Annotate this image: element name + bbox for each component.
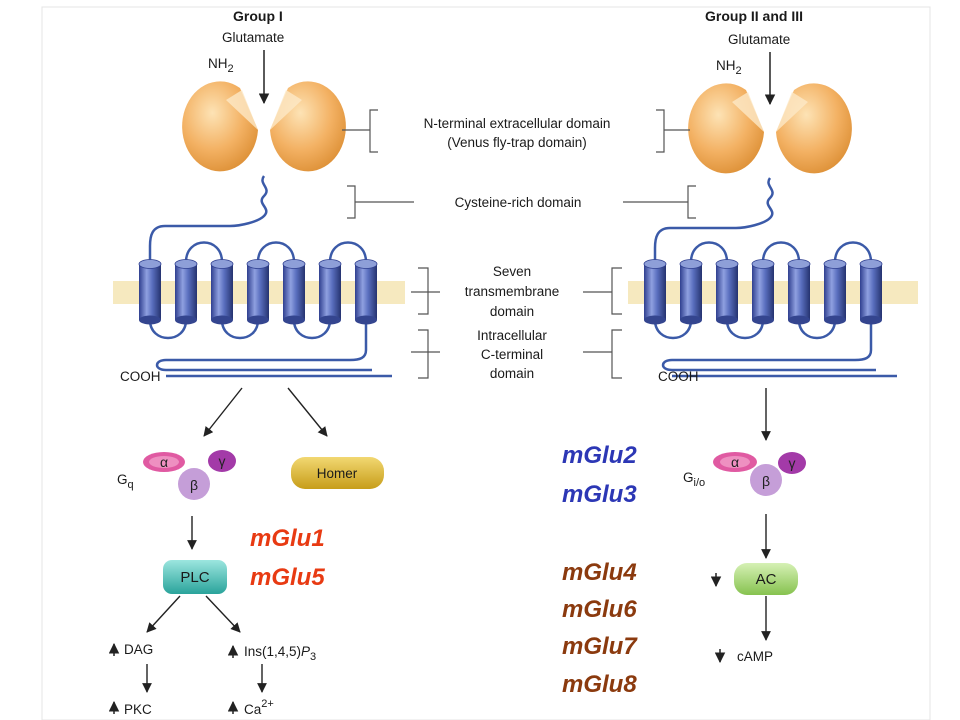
cooh-label-left: COOH	[120, 369, 161, 384]
svg-text:NH2: NH2	[208, 56, 234, 75]
c-terminal-tail-left	[155, 320, 392, 378]
ct-domain-label-line1: Intracellular	[477, 328, 547, 343]
ac-enzyme	[734, 563, 798, 595]
helix-tm2-left	[174, 259, 198, 325]
glutamate-label-right: Glutamate	[728, 32, 790, 47]
homer-protein	[291, 457, 384, 489]
ac-label: AC	[756, 571, 777, 588]
helix-tm3-right	[715, 259, 739, 325]
extracellular-loops-right	[689, 241, 873, 263]
g-gamma-label-right: γ	[789, 455, 796, 471]
ct-domain-label-line2: C-terminal	[481, 347, 543, 362]
group1-header: Group I	[233, 8, 283, 24]
receptor-mglu3: mGlu3	[562, 481, 637, 508]
glutamate-label-left: Glutamate	[222, 30, 284, 45]
venus-flytrap-domain-right	[688, 83, 852, 174]
helix-tm3-left	[210, 259, 234, 325]
helix-tm1-left	[138, 259, 162, 325]
cysteine-rich-linker-right	[653, 177, 774, 262]
tm-domain-label-line1: Seven	[493, 264, 531, 279]
helix-tm7-left	[354, 259, 378, 325]
venus-flytrap-domain-left	[182, 81, 346, 172]
ip3-readout: Ins(1,4,5)P3	[227, 644, 316, 663]
extracellular-loops-left	[184, 241, 368, 263]
receptor-mglu6: mGlu6	[562, 596, 637, 623]
c-terminal-tail-right	[661, 320, 897, 378]
helix-tm7-right	[859, 259, 883, 325]
group23-header: Group II and III	[705, 8, 803, 24]
g-alpha-label-right: α	[731, 454, 739, 470]
helix-tm6-right	[823, 259, 847, 325]
nh2-label-left: NH2	[208, 56, 234, 75]
receptor-mglu1: mGlu1	[250, 525, 325, 552]
receptor-mglu8: mGlu8	[562, 671, 637, 698]
helix-tm1-right	[643, 259, 667, 325]
helix-tm5-left	[282, 259, 306, 325]
cysteine-domain-label: Cysteine-rich domain	[455, 195, 582, 210]
helix-tm4-right	[751, 259, 775, 325]
domain-brackets	[342, 109, 696, 379]
g-alpha-label-left: α	[160, 454, 168, 470]
nh2-label-right: NH2	[716, 58, 742, 77]
pkc-label: PKC	[124, 702, 152, 717]
gq-label: Gq	[117, 472, 134, 491]
dag-readout: DAG	[108, 642, 153, 657]
tm-domain-label-line3: domain	[490, 304, 534, 319]
panel-frame	[41, 6, 931, 720]
receptor-mglu2: mGlu2	[562, 442, 637, 469]
intracellular-loops-right	[653, 319, 837, 340]
gq-protein: α β γ	[143, 450, 236, 500]
helix-tm5-right	[787, 259, 811, 325]
helix-tm2-right	[679, 259, 703, 325]
helix-tm4-left	[246, 259, 270, 325]
receptor-mglu7: mGlu7	[562, 633, 638, 660]
gio-label: Gi/o	[683, 470, 705, 489]
nterm-domain-label-line1: N-terminal extracellular domain	[424, 116, 611, 131]
g-gamma-label-left: γ	[219, 453, 226, 469]
tm-domain-label-line2: transmembrane	[465, 284, 560, 299]
helix-tm6-left	[318, 259, 342, 325]
ct-domain-label-line3: domain	[490, 366, 534, 381]
cooh-label-right: COOH	[658, 369, 699, 384]
dag-label: DAG	[124, 642, 153, 657]
transmembrane-helices-left	[138, 259, 378, 325]
g-beta-label-right: β	[762, 473, 770, 489]
plc-enzyme	[163, 560, 227, 594]
plc-label: PLC	[180, 569, 209, 586]
intracellular-loops-left	[148, 319, 332, 340]
calcium-readout: Ca2+	[227, 698, 274, 717]
left-pathway-arrows	[142, 387, 328, 693]
pkc-readout: PKC	[108, 700, 152, 717]
nterm-domain-label-line2: (Venus fly-trap domain)	[447, 135, 587, 150]
ip3-label: Ins(1,4,5)P3	[244, 644, 316, 663]
calcium-label: Ca2+	[244, 698, 274, 717]
homer-label: Homer	[317, 466, 358, 481]
receptor-mglu5: mGlu5	[250, 564, 325, 591]
cysteine-rich-linker-left	[148, 175, 268, 262]
svg-text:NH2: NH2	[716, 58, 742, 77]
receptor-mglu4: mGlu4	[562, 559, 637, 586]
gio-protein: α β γ	[713, 452, 806, 496]
camp-label: cAMP	[737, 649, 773, 664]
g-beta-label-left: β	[190, 477, 198, 493]
transmembrane-helices-right	[643, 259, 883, 325]
